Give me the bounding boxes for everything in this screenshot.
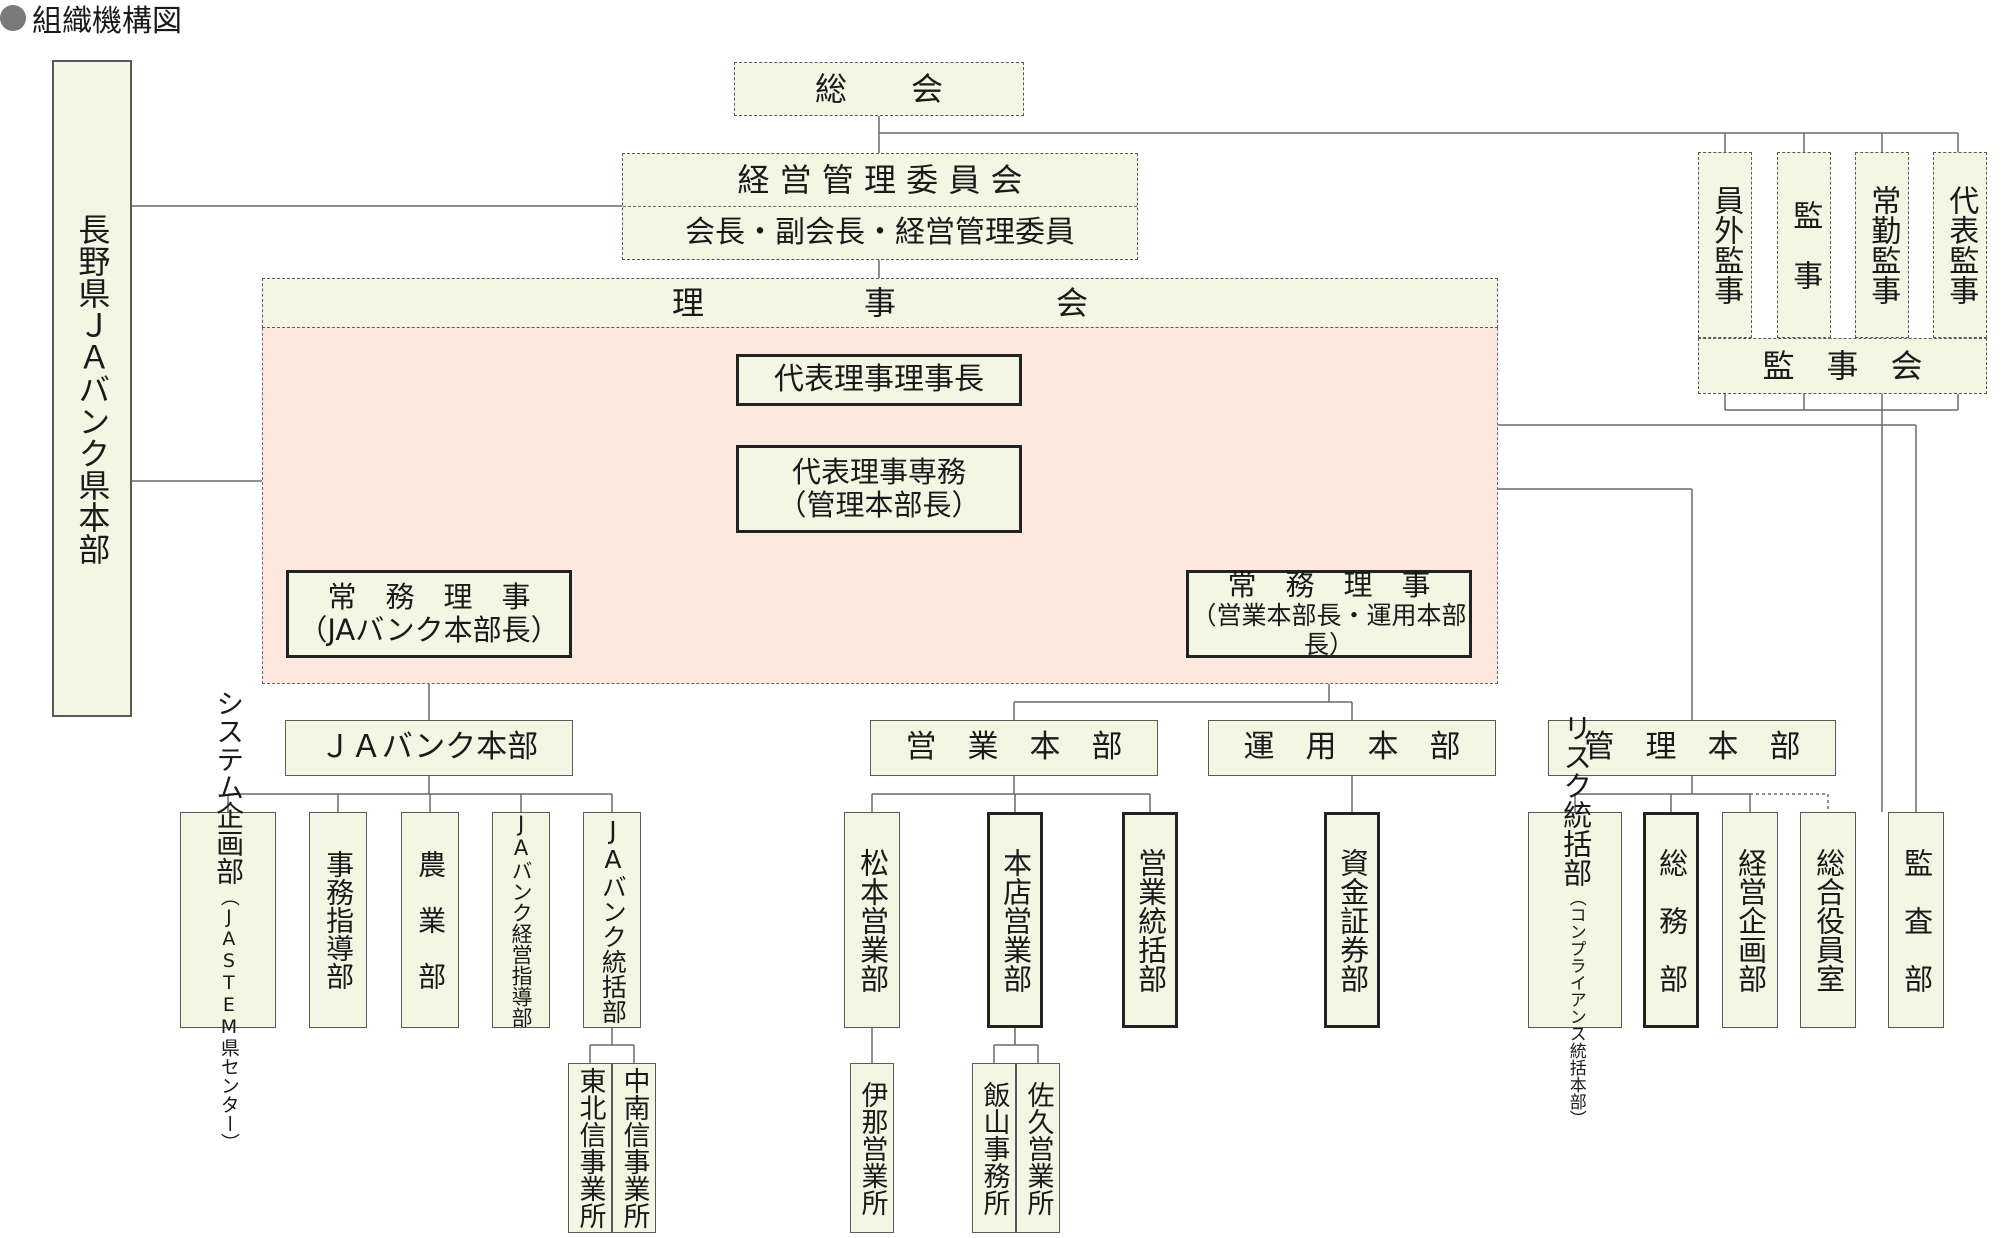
node-keiei-committee: 経 営 管 理 委 員 会 会長・副会長・経営管理委員 [622, 153, 1138, 260]
node-system-kikaku-sub: （JASTEM県センター） [217, 886, 240, 1152]
node-kanji-label: 監 事 [1787, 200, 1823, 290]
node-risk-tokatsu: リスク統括部 （コンプライアンス統括本部） [1528, 713, 1622, 1127]
node-ja-keiei-shido-label: JAバンク経営指導部 [509, 812, 534, 1028]
node-soukai-label: 総 会 [814, 69, 943, 108]
node-system-kikaku-label: システム企画部 [212, 688, 246, 885]
node-saku-label: 佐久営業所 [1022, 1080, 1054, 1216]
node-kanri-honbu-label: 管 理 本 部 [1583, 729, 1801, 766]
node-risk-tokatsu-sub: （コンプライアンス統括本部） [1565, 889, 1586, 1127]
node-nagano-ja-bank-label: 長野県ＪＡバンク県本部 [73, 212, 112, 565]
node-eigyo-tokatsu: 営業統括部 [1122, 812, 1178, 1028]
node-keiei-committee-title: 経 営 管 理 委 員 会 [623, 154, 1137, 207]
node-kanji-daihyo-label: 代表監事 [1943, 185, 1979, 305]
node-eigyo-tokatsu-label: 営業統括部 [1133, 847, 1168, 993]
node-eigyo-honbu: 営 業 本 部 [870, 720, 1158, 776]
node-keiei-kikaku: 経営企画部 [1722, 812, 1778, 1028]
node-unyo-honbu-label: 運 用 本 部 [1243, 729, 1461, 766]
node-kanji-gaibu-label: 員外監事 [1708, 185, 1744, 305]
node-kanji-gaibu: 員外監事 [1698, 152, 1752, 338]
node-kansa-label: 監 査 部 [1899, 847, 1934, 993]
node-ja-tokatsu-label: JAバンク統括部 [598, 816, 628, 1024]
node-jomu-right-line1: 常 務 理 事 [1227, 567, 1431, 602]
node-riji-kai: 理 事 会 [262, 278, 1498, 328]
node-daihyo-senmu-line1: 代表理事専務 [791, 454, 966, 489]
node-jimu-shido: 事務指導部 [309, 812, 367, 1028]
node-iiyama-label: 飯山事務所 [978, 1080, 1010, 1216]
node-chunan-shin-label: 中南信事業所 [618, 1067, 650, 1229]
node-jimu-shido-label: 事務指導部 [322, 850, 356, 990]
node-honten: 本店営業部 [987, 812, 1043, 1028]
node-eigyo-honbu-label: 営 業 本 部 [905, 729, 1123, 766]
node-iiyama: 飯山事務所 [972, 1063, 1016, 1233]
chart-title-text: 組織機構図 [32, 4, 182, 39]
node-sogo-yakuin-label: 総合役員室 [1811, 847, 1846, 993]
node-system-kikaku: システム企画部 （JASTEM県センター） [180, 689, 276, 1152]
node-somu-label: 総 務 部 [1654, 847, 1689, 993]
node-tohoku-shin: 東北信事業所 [568, 1063, 612, 1233]
node-sogo-yakuin: 総合役員室 [1800, 812, 1856, 1028]
node-keiei-kikaku-label: 経営企画部 [1733, 847, 1768, 993]
chart-title: 組織機構図 [0, 0, 182, 39]
node-ja-tokatsu: JAバンク統括部 [583, 812, 641, 1028]
node-kanji-kai: 監 事 会 [1698, 338, 1987, 394]
node-honten-label: 本店営業部 [998, 847, 1033, 993]
node-matsumoto-label: 松本営業部 [855, 847, 890, 993]
node-nogyo-label: 農 業 部 [414, 850, 448, 990]
node-tohoku-shin-label: 東北信事業所 [574, 1067, 606, 1229]
node-jomu-left-line1: 常 務 理 事 [327, 579, 531, 614]
node-ja-bank-honbu-label: ＪＡバンク本部 [319, 729, 539, 766]
node-jomu-left-line2: （JAバンク本部長） [298, 613, 560, 647]
node-kanji-jokin: 常勤監事 [1855, 152, 1909, 338]
node-nogyo: 農 業 部 [401, 812, 459, 1028]
node-shikin-shoken: 資金証券部 [1324, 812, 1380, 1028]
node-shikin-shoken-label: 資金証券部 [1335, 847, 1370, 993]
node-kanri-honbu: 管 理 本 部 [1548, 720, 1836, 776]
node-kansa: 監 査 部 [1888, 812, 1944, 1028]
node-kanji-kai-label: 監 事 会 [1762, 346, 1923, 385]
node-jomu-left: 常 務 理 事 （JAバンク本部長） [286, 570, 572, 658]
node-riji-kai-label: 理 事 会 [671, 283, 1088, 322]
node-chunan-shin: 中南信事業所 [612, 1063, 656, 1233]
node-matsumoto: 松本営業部 [844, 812, 900, 1028]
node-kanji-jokin-label: 常勤監事 [1865, 185, 1901, 305]
node-ina-label: 伊那営業所 [856, 1080, 888, 1216]
bullet-circle-icon [0, 5, 26, 31]
node-jomu-right-line2: （営業本部長・運用本部長） [1191, 600, 1467, 659]
node-saku: 佐久営業所 [1016, 1063, 1060, 1233]
node-ja-bank-honbu: ＪＡバンク本部 [285, 720, 573, 776]
node-ja-keiei-shido: JAバンク経営指導部 [492, 812, 550, 1028]
node-unyo-honbu: 運 用 本 部 [1208, 720, 1496, 776]
node-soukai: 総 会 [734, 62, 1024, 116]
node-daihyo-rijicho: 代表理事理事長 [736, 354, 1022, 406]
node-daihyo-senmu: 代表理事専務 （管理本部長） [736, 445, 1022, 533]
node-jomu-right: 常 務 理 事 （営業本部長・運用本部長） [1186, 567, 1472, 659]
node-keiei-committee-members: 会長・副会長・経営管理委員 [685, 214, 1075, 250]
node-kanji-daihyo: 代表監事 [1933, 152, 1987, 338]
node-nagano-ja-bank: 長野県ＪＡバンク県本部 [52, 60, 132, 717]
node-somu: 総 務 部 [1643, 812, 1699, 1028]
node-ina: 伊那営業所 [850, 1063, 894, 1233]
node-kanji: 監 事 [1777, 152, 1831, 338]
node-daihyo-rijicho-label: 代表理事理事長 [774, 361, 984, 397]
node-risk-tokatsu-label: リスク統括部 [1558, 713, 1593, 887]
node-daihyo-senmu-line2: （管理本部長） [777, 488, 981, 522]
